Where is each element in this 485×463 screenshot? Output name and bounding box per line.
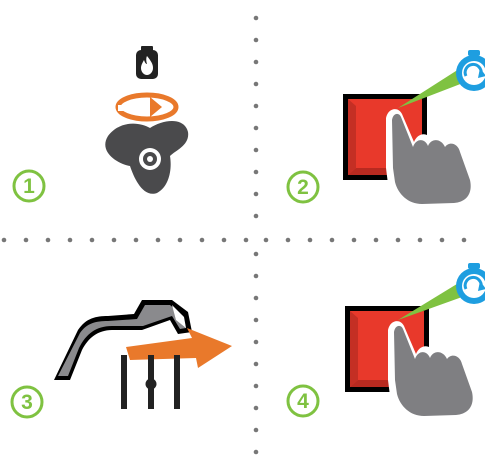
step-4-illustration [345,263,485,422]
step-3-badge: 3 [10,385,44,419]
hand-pointer-icon [386,109,478,210]
step-1-number: 1 [23,175,35,198]
divider-vertical [253,15,259,455]
step-1-illustration [105,46,189,194]
step-3-illustration [54,300,232,409]
red-button-icon [345,306,429,392]
hand-pointer-icon [388,321,480,422]
control-bars-icon [121,355,180,409]
step-2-badge: 2 [286,170,320,204]
gas-cylinder-icon [136,46,158,79]
step-4-badge: 4 [286,384,320,418]
timer-icon [456,263,485,304]
lever-handle-icon [54,300,192,380]
step-4-number: 4 [297,390,309,413]
rotate-arrow-icon [115,92,179,122]
valve-knob-icon [105,121,189,194]
step-1-badge: 1 [12,169,46,203]
timer-icon [456,50,485,91]
step-3-number: 3 [21,391,33,414]
step-2-illustration [343,50,485,210]
divider-horizontal [1,237,467,243]
step-2-number: 2 [297,176,309,199]
